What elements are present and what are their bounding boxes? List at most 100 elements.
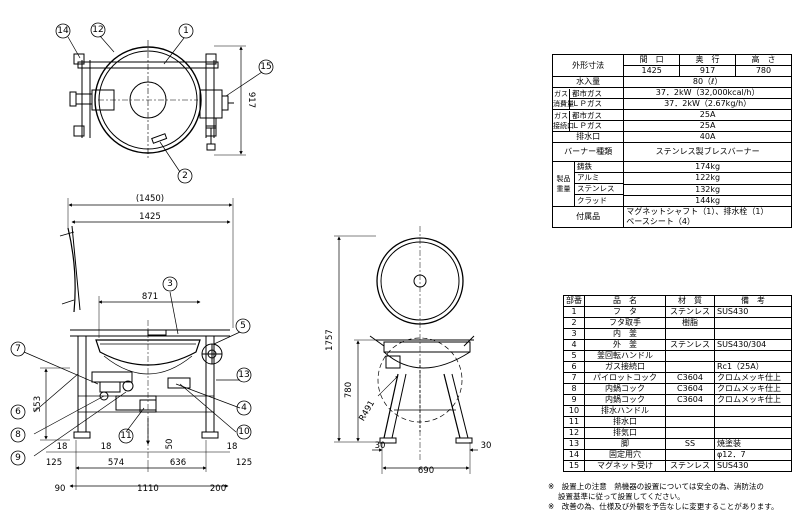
dim-90: 90 (55, 484, 66, 494)
spec-v-opening: 1425 (623, 65, 681, 77)
part-material: C3604 (665, 372, 715, 384)
spec-weight: 製品 重量 鋳鉄 アルミ ステンレス クラッド (551, 161, 625, 207)
part-name: 内 釜 (584, 328, 666, 340)
spec-outer-dim: 外形寸法 (551, 54, 625, 77)
spec-city-conn-label: 都市ガス (570, 111, 624, 121)
parts-header-name: 品 名 (584, 295, 666, 307)
spec-gas-conn: ガス 接続口 都市ガス ＬＰガス (551, 109, 625, 132)
spec-weight-1: 製品 (556, 175, 571, 183)
top-view (69, 40, 246, 160)
part-remarks: Rc1（25A） (714, 361, 792, 373)
spec-stainless-value: 132kg (623, 183, 792, 196)
part-remarks: φ12．7 (714, 449, 792, 461)
spec-gas-conn-1: ガス (554, 111, 568, 120)
dim-125-left: 125 (46, 458, 62, 468)
parts-header-no: 部番 (563, 295, 585, 307)
notes: ※ 設置上の注意 熱機器の設置については安全の為、消防法の 設置基準に従って設置… (548, 482, 794, 512)
callout-2: 2 (182, 171, 188, 181)
part-remarks (714, 328, 792, 340)
dim-636: 636 (170, 458, 186, 468)
part-material (665, 361, 715, 373)
dim-1425: 1425 (139, 212, 161, 222)
part-no: 14 (563, 449, 585, 461)
note-1a: ※ 設置上の注意 熱機器の設置については安全の為、消防法の (548, 482, 764, 491)
callout-12: 12 (92, 25, 103, 35)
part-no: 9 (563, 394, 585, 406)
spec-drain-value: 40A (623, 131, 792, 143)
part-material: ステンレス (665, 306, 715, 318)
dim-200: 200 (210, 484, 226, 494)
parts-header-remarks: 備 考 (714, 295, 792, 307)
note-1b: 設置基準に従って設置してください。 (558, 492, 685, 501)
spec-alu-label: アルミ (575, 173, 624, 184)
dim-125-right: 125 (236, 458, 252, 468)
part-no: 4 (563, 339, 585, 351)
callout-1: 1 (183, 26, 189, 36)
leader-lines (23, 35, 263, 457)
part-no: 10 (563, 405, 585, 417)
spec-burner: バーナー種類 (551, 142, 625, 162)
dim-18-right: 18 (227, 442, 238, 452)
dim-690: 690 (418, 466, 434, 476)
part-remarks (714, 427, 792, 439)
dim-1110: 1110 (137, 484, 159, 494)
dim-917: 917 (246, 92, 256, 108)
spec-h-opening: 間 口 (623, 54, 681, 66)
spec-iron-label: 鋳鉄 (575, 162, 624, 173)
part-name: 排水口 (584, 416, 666, 428)
callout-8: 8 (15, 430, 21, 440)
part-remarks: SUS430 (714, 306, 792, 318)
spec-lp-use-value: 37．2kW（2.67kg/h） (623, 98, 792, 110)
part-name: 固定用穴 (584, 449, 666, 461)
spec-h-depth: 奥 行 (679, 54, 736, 66)
spec-gas-use: ガス 消費量 都市ガス ＬＰガス (551, 87, 625, 110)
spec-accessories-value: マグネットシャフト（1）、排水栓（1） ベースシート（4） (623, 206, 792, 228)
part-material (665, 449, 715, 461)
part-name: フタ取手 (584, 317, 666, 329)
spec-city-use-value: 37．2kW（32,000kcal/h） (623, 87, 792, 99)
part-remarks (714, 350, 792, 362)
callout-11: 11 (120, 431, 131, 441)
part-name: 外 釜 (584, 339, 666, 351)
spec-water-value: 80（ℓ） (623, 76, 792, 88)
part-material (665, 328, 715, 340)
parts-header-material: 材 質 (665, 295, 715, 307)
dim-18-b: 18 (101, 442, 112, 452)
callout-3: 3 (167, 279, 173, 289)
callout-9: 9 (15, 453, 21, 463)
spec-acc-line1: マグネットシャフト（1）、排水栓（1） (626, 207, 769, 216)
part-remarks (714, 317, 792, 329)
dim-574: 574 (108, 458, 124, 468)
spec-v-height: 780 (734, 65, 793, 77)
part-material: SS (665, 438, 715, 450)
part-no: 12 (563, 427, 585, 439)
spec-iron-value: 174kg (623, 160, 792, 174)
part-name: パイロットコック (584, 372, 666, 384)
spec-gas-use-2: 消費量 (553, 99, 574, 108)
part-no: 3 (563, 328, 585, 340)
spec-stainless-label: ステンレス (575, 184, 624, 195)
part-material (665, 405, 715, 417)
part-no: 2 (563, 317, 585, 329)
spec-clad-value: 144kg (623, 194, 792, 208)
part-name: 釜回転ハンドル (584, 350, 666, 362)
callout-4: 4 (241, 403, 247, 413)
part-no: 8 (563, 383, 585, 395)
spec-burner-value: ステンレス製ブレスバーナー (623, 142, 792, 162)
spec-table: 外形寸法 間 口 奥 行 高 さ 1425 917 780 水入量 80（ℓ） … (551, 54, 793, 228)
part-remarks: クロムメッキ仕上 (714, 383, 792, 395)
part-no: 6 (563, 361, 585, 373)
dim-50: 50 (165, 439, 175, 450)
spec-city-conn-value: 25A (623, 109, 792, 121)
dimension-labels: 917 (1450) 1425 871 553 18 18 125 574 63… (33, 92, 491, 494)
